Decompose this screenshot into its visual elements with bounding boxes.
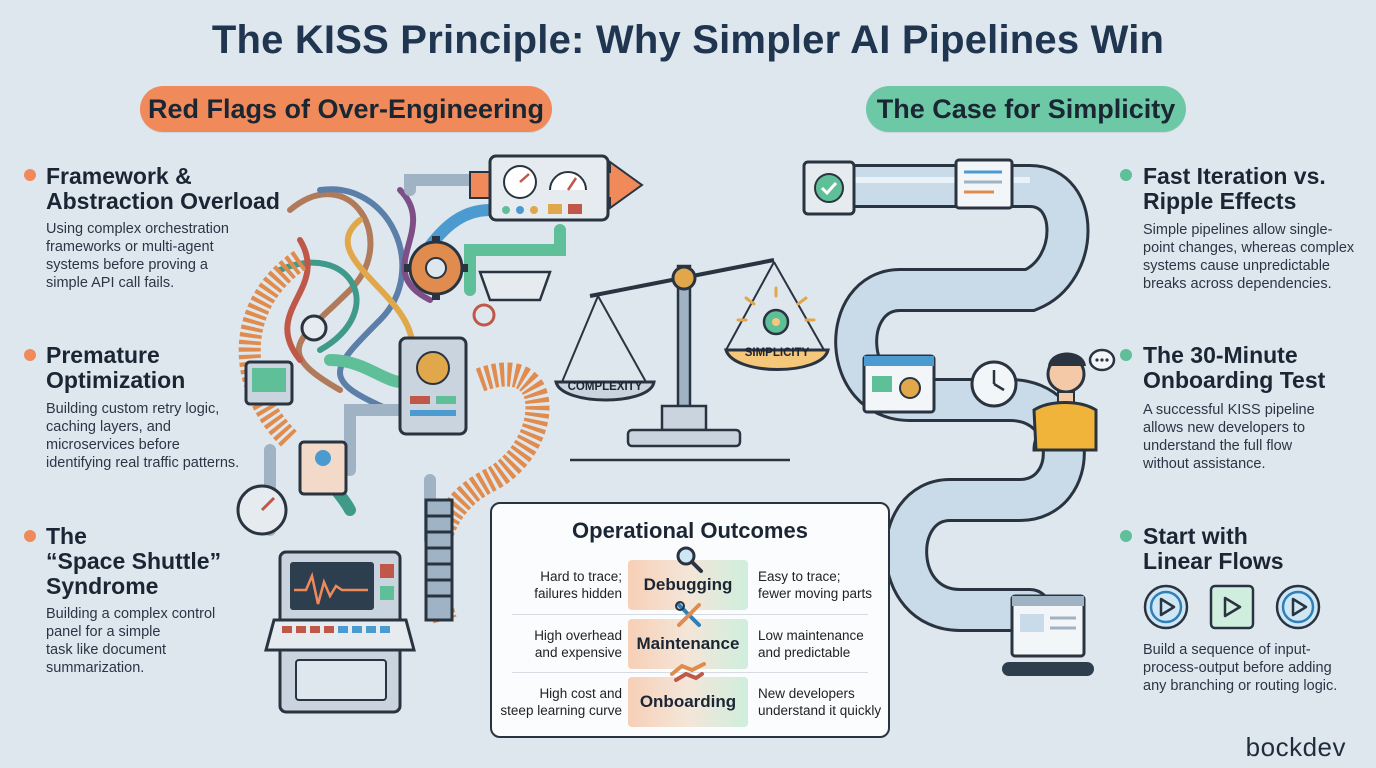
- developer-avatar: [1032, 352, 1098, 452]
- magnifier-icon: [676, 546, 703, 573]
- simple-pipeline-illustration: [802, 158, 1116, 676]
- item-title: Framework &Abstraction Overload: [46, 163, 280, 214]
- outcomes-title: Operational Outcomes: [572, 518, 808, 543]
- output-window-icon: [1010, 594, 1086, 658]
- simplicity-heading: The Case for Simplicity: [866, 86, 1186, 132]
- row-divider: [512, 672, 868, 673]
- play-step-icon: [1275, 584, 1321, 630]
- complexity-pan: [554, 380, 656, 402]
- play-step-icon: [1143, 584, 1189, 630]
- outcome-label: Debugging: [628, 560, 748, 610]
- brand-logo: bockdev: [1245, 732, 1346, 762]
- checkmark-icon: [802, 160, 856, 216]
- complexity-label: COMPLEXITY: [568, 381, 643, 393]
- document-icon: [954, 158, 1014, 210]
- simplicity-pan: [723, 348, 830, 371]
- outcome-label: Onboarding: [628, 677, 748, 727]
- operational-outcomes-card: Operational Outcomes Hard to trace;failu…: [490, 502, 890, 738]
- balance-scale-illustration: COMPLEXITY SIMPLICITY: [554, 258, 830, 462]
- dashboard-card-icon: [862, 354, 936, 414]
- over-engineered-machine-illustration: [236, 154, 644, 714]
- meter-icon: [478, 270, 552, 302]
- linear-flow-steps: [1143, 584, 1321, 630]
- page-title: The KISS Principle: Why Simpler AI Pipel…: [211, 18, 1165, 62]
- bullet-dot: [24, 530, 36, 542]
- sensor-icon: [300, 314, 328, 342]
- conveyor-belt-icon: [1002, 662, 1094, 676]
- bullet-dot: [1120, 169, 1132, 181]
- play-step-icon: [1209, 584, 1255, 630]
- handshake-icon: [670, 662, 706, 682]
- control-console-icon: [264, 550, 416, 714]
- bullet-dot: [24, 349, 36, 361]
- control-box-icon: [398, 336, 468, 436]
- speech-bubble-icon: [1088, 348, 1116, 372]
- simple-outcome: Easy to trace;fewer moving parts: [758, 569, 873, 601]
- gear-icon: [404, 236, 468, 300]
- bullet-dot: [1120, 530, 1132, 542]
- clock-icon: [970, 360, 1018, 408]
- gear-icon: [762, 308, 790, 336]
- item-title: Fast Iteration vs.Ripple Effects: [1143, 163, 1326, 214]
- bullet-dot: [24, 169, 36, 181]
- outcome-label: Maintenance: [628, 619, 748, 669]
- bullet-dot: [1120, 349, 1132, 361]
- item-title: The“Space Shuttle”Syndrome: [46, 523, 222, 599]
- complex-outcome: Hard to trace;failures hidden: [534, 569, 622, 601]
- item-text: Build a sequence of input-process-output…: [1143, 642, 1338, 694]
- red-flags-heading: Red Flags of Over-Engineering: [140, 86, 552, 132]
- pressure-gauge-icon: [236, 484, 288, 536]
- item-text: Building custom retry logic,caching laye…: [46, 401, 240, 471]
- item-text: Simple pipelines allow single-point chan…: [1143, 222, 1355, 292]
- tools-icon: [675, 601, 701, 627]
- gauge-panel-icon: [488, 154, 610, 222]
- simplicity-label: SIMPLICITY: [745, 347, 810, 359]
- chart-card-icon: [298, 440, 348, 496]
